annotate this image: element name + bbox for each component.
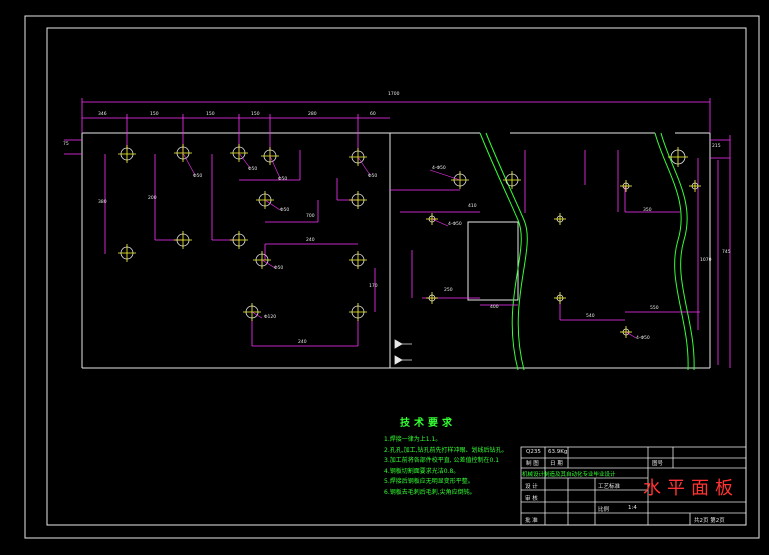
hole-label: Φ120: [264, 315, 277, 320]
hole: [503, 171, 521, 189]
hole-small: [426, 292, 438, 304]
dimension-lines: [64, 98, 731, 368]
dim-410: 410: [468, 204, 477, 209]
hole-small: [620, 180, 632, 192]
tb-standard: 工艺标准: [598, 484, 621, 490]
tb-scale-label: 比例: [598, 507, 610, 513]
note-item: 1.焊接一律为上1.1。: [384, 436, 442, 443]
tb-approve: 批 准: [525, 518, 538, 524]
dim-240a: 240: [306, 238, 315, 243]
dim-1070: 1070: [700, 258, 712, 263]
hole: [349, 251, 367, 269]
dim-top-6: 60: [370, 112, 376, 117]
notes-title: 技术要求: [400, 418, 456, 429]
holes: [118, 144, 701, 338]
tb-drawing-no: 图号: [652, 461, 664, 467]
dim-top-2: 150: [150, 112, 159, 117]
hole-label: Φ50: [280, 208, 290, 213]
dim-overall: 1700: [388, 92, 400, 97]
dim-350: 350: [643, 208, 652, 213]
hole-label: Φ50: [193, 174, 203, 179]
dim-top-5: 280: [308, 112, 317, 117]
dim-170: 170: [369, 284, 378, 289]
dim-250: 250: [444, 288, 453, 293]
hole-small: [554, 213, 566, 225]
tb-design: 设 计: [525, 484, 538, 490]
tb-school: 机械设计制造及其自动化专业毕业设计: [522, 472, 616, 478]
dim-200: 200: [148, 196, 157, 201]
inner-frame: [46, 27, 747, 526]
hole: [174, 231, 192, 249]
hole: [230, 231, 248, 249]
section-marks: [394, 339, 412, 365]
hole: [118, 145, 136, 163]
leader-lines: [182, 152, 637, 339]
dim-top-1: 346: [98, 112, 107, 117]
outer-border: [24, 15, 760, 539]
hole-label: 4-Φ50: [432, 166, 446, 171]
tb-sheet: 共2页 第2页: [694, 518, 725, 524]
tb-check: 审 核: [525, 496, 538, 502]
dim-400: 400: [490, 305, 499, 310]
tb-part-name: 水平面板: [643, 478, 739, 499]
hole-label: Φ50: [278, 177, 288, 182]
note-item: 3.加工前将各部件校平直, 公差值控制在0.1: [384, 457, 500, 464]
hole-small: [689, 180, 701, 192]
tb-scale: 1:4: [628, 505, 637, 511]
break-lines: [479, 132, 695, 371]
hole-label: 4-Φ50: [448, 222, 462, 227]
hole: [668, 147, 688, 167]
dim-top-3: 150: [206, 112, 215, 117]
dim-745: 745: [722, 250, 731, 255]
note-item: 5.焊接后钢板应无明显变形平整。: [384, 478, 474, 485]
hole: [349, 191, 367, 209]
tb-weight: 63.9Kg: [548, 449, 568, 455]
plate-outline: [81, 132, 711, 369]
dim-240b: 240: [298, 340, 307, 345]
hole-label: 4-Φ50: [636, 336, 650, 341]
note-item: 2.孔孔,加工,钻孔前先打样冲眼、划线后钻孔。: [384, 446, 508, 454]
dim-75: 75: [63, 142, 69, 147]
hole-small: [554, 292, 566, 304]
hole-label: Φ50: [248, 167, 258, 172]
dim-215: 215: [712, 144, 721, 149]
tb-material: Q235: [526, 449, 541, 455]
title-block-grid: [520, 446, 747, 526]
hole: [349, 303, 367, 321]
dim-550: 550: [650, 306, 659, 311]
dim-700: 700: [306, 214, 315, 219]
dim-top-4: 150: [251, 112, 260, 117]
tb-date: 日 期: [550, 461, 563, 467]
hole: [118, 244, 136, 262]
note-item: 6.钢板去毛刺后毛刺,尖角应倒钝。: [384, 488, 476, 496]
note-item: 4.钢板切割面要求光洁0.8。: [384, 467, 460, 475]
dim-380: 380: [98, 200, 107, 205]
dim-540: 540: [586, 314, 595, 319]
technical-notes: 技术要求 1.焊接一律为上1.1。 2.孔孔,加工,钻孔前先打样冲眼、划线后钻孔…: [384, 414, 544, 498]
hole-label: Φ50: [368, 174, 378, 179]
hole-label: Φ50: [274, 266, 284, 271]
tb-drawn: 制 图: [526, 461, 539, 467]
